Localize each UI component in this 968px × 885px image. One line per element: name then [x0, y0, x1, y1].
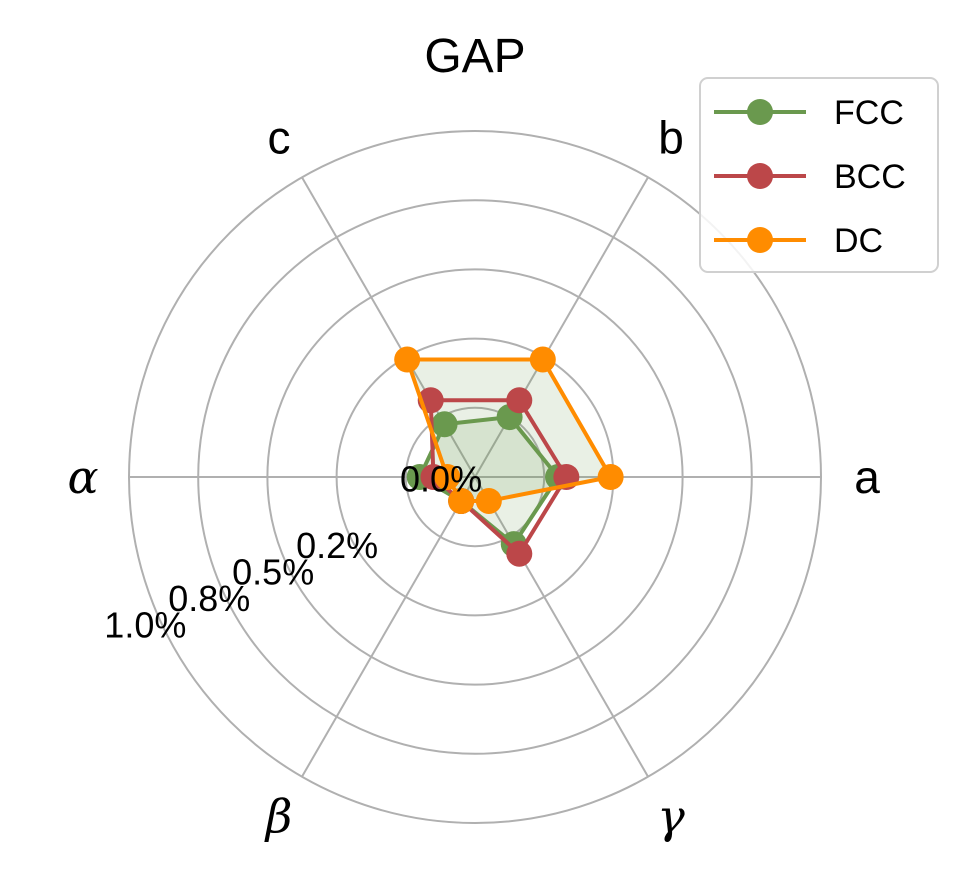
legend-label-fcc: FCC: [834, 94, 904, 132]
legend-marker-bcc: [747, 163, 773, 189]
spoke-line: [474, 476, 649, 778]
radial-tick-label: 0.0%: [400, 458, 482, 499]
axis-labels: a b c α β γ: [67, 112, 880, 844]
legend-marker-dc: [747, 227, 773, 253]
legend-frame: [699, 77, 939, 273]
axis-label-0: a: [854, 451, 880, 503]
legend-label-dc: DC: [834, 222, 883, 260]
radial-tick-label: 0.2%: [296, 525, 378, 566]
chart-title: GAP: [424, 30, 525, 83]
radial-tick-label: 0.5%: [232, 551, 314, 592]
data-point-dc: [448, 487, 475, 514]
legend-marker-fcc: [747, 99, 773, 125]
axis-label-1: b: [658, 112, 684, 164]
data-point-fcc: [431, 411, 458, 438]
axis-label-5: γ: [657, 789, 685, 843]
axis-label-2: c: [268, 112, 291, 164]
data-point-dc: [434, 464, 461, 490]
data-point-bcc: [506, 540, 533, 567]
data-point-dc: [394, 346, 421, 373]
axis-label-3: α: [67, 450, 98, 504]
radial-tick-labels: 0.0% 0.2%0.5%0.8%1.0%: [104, 458, 482, 645]
radial-tick-label: 0.8%: [168, 578, 250, 619]
spoke-line: [301, 476, 476, 778]
legend: FCC BCC DC: [699, 77, 939, 273]
axis-label-4: β: [264, 789, 293, 843]
series-layer: [394, 346, 624, 567]
data-point-dc: [529, 346, 556, 373]
series-fill-fcc: [419, 417, 559, 545]
data-point-dc: [475, 487, 502, 514]
data-point-dc: [597, 464, 624, 490]
radial-tick-label: 1.0%: [104, 604, 186, 645]
data-point-bcc: [506, 387, 533, 414]
legend-label-bcc: BCC: [834, 158, 906, 196]
